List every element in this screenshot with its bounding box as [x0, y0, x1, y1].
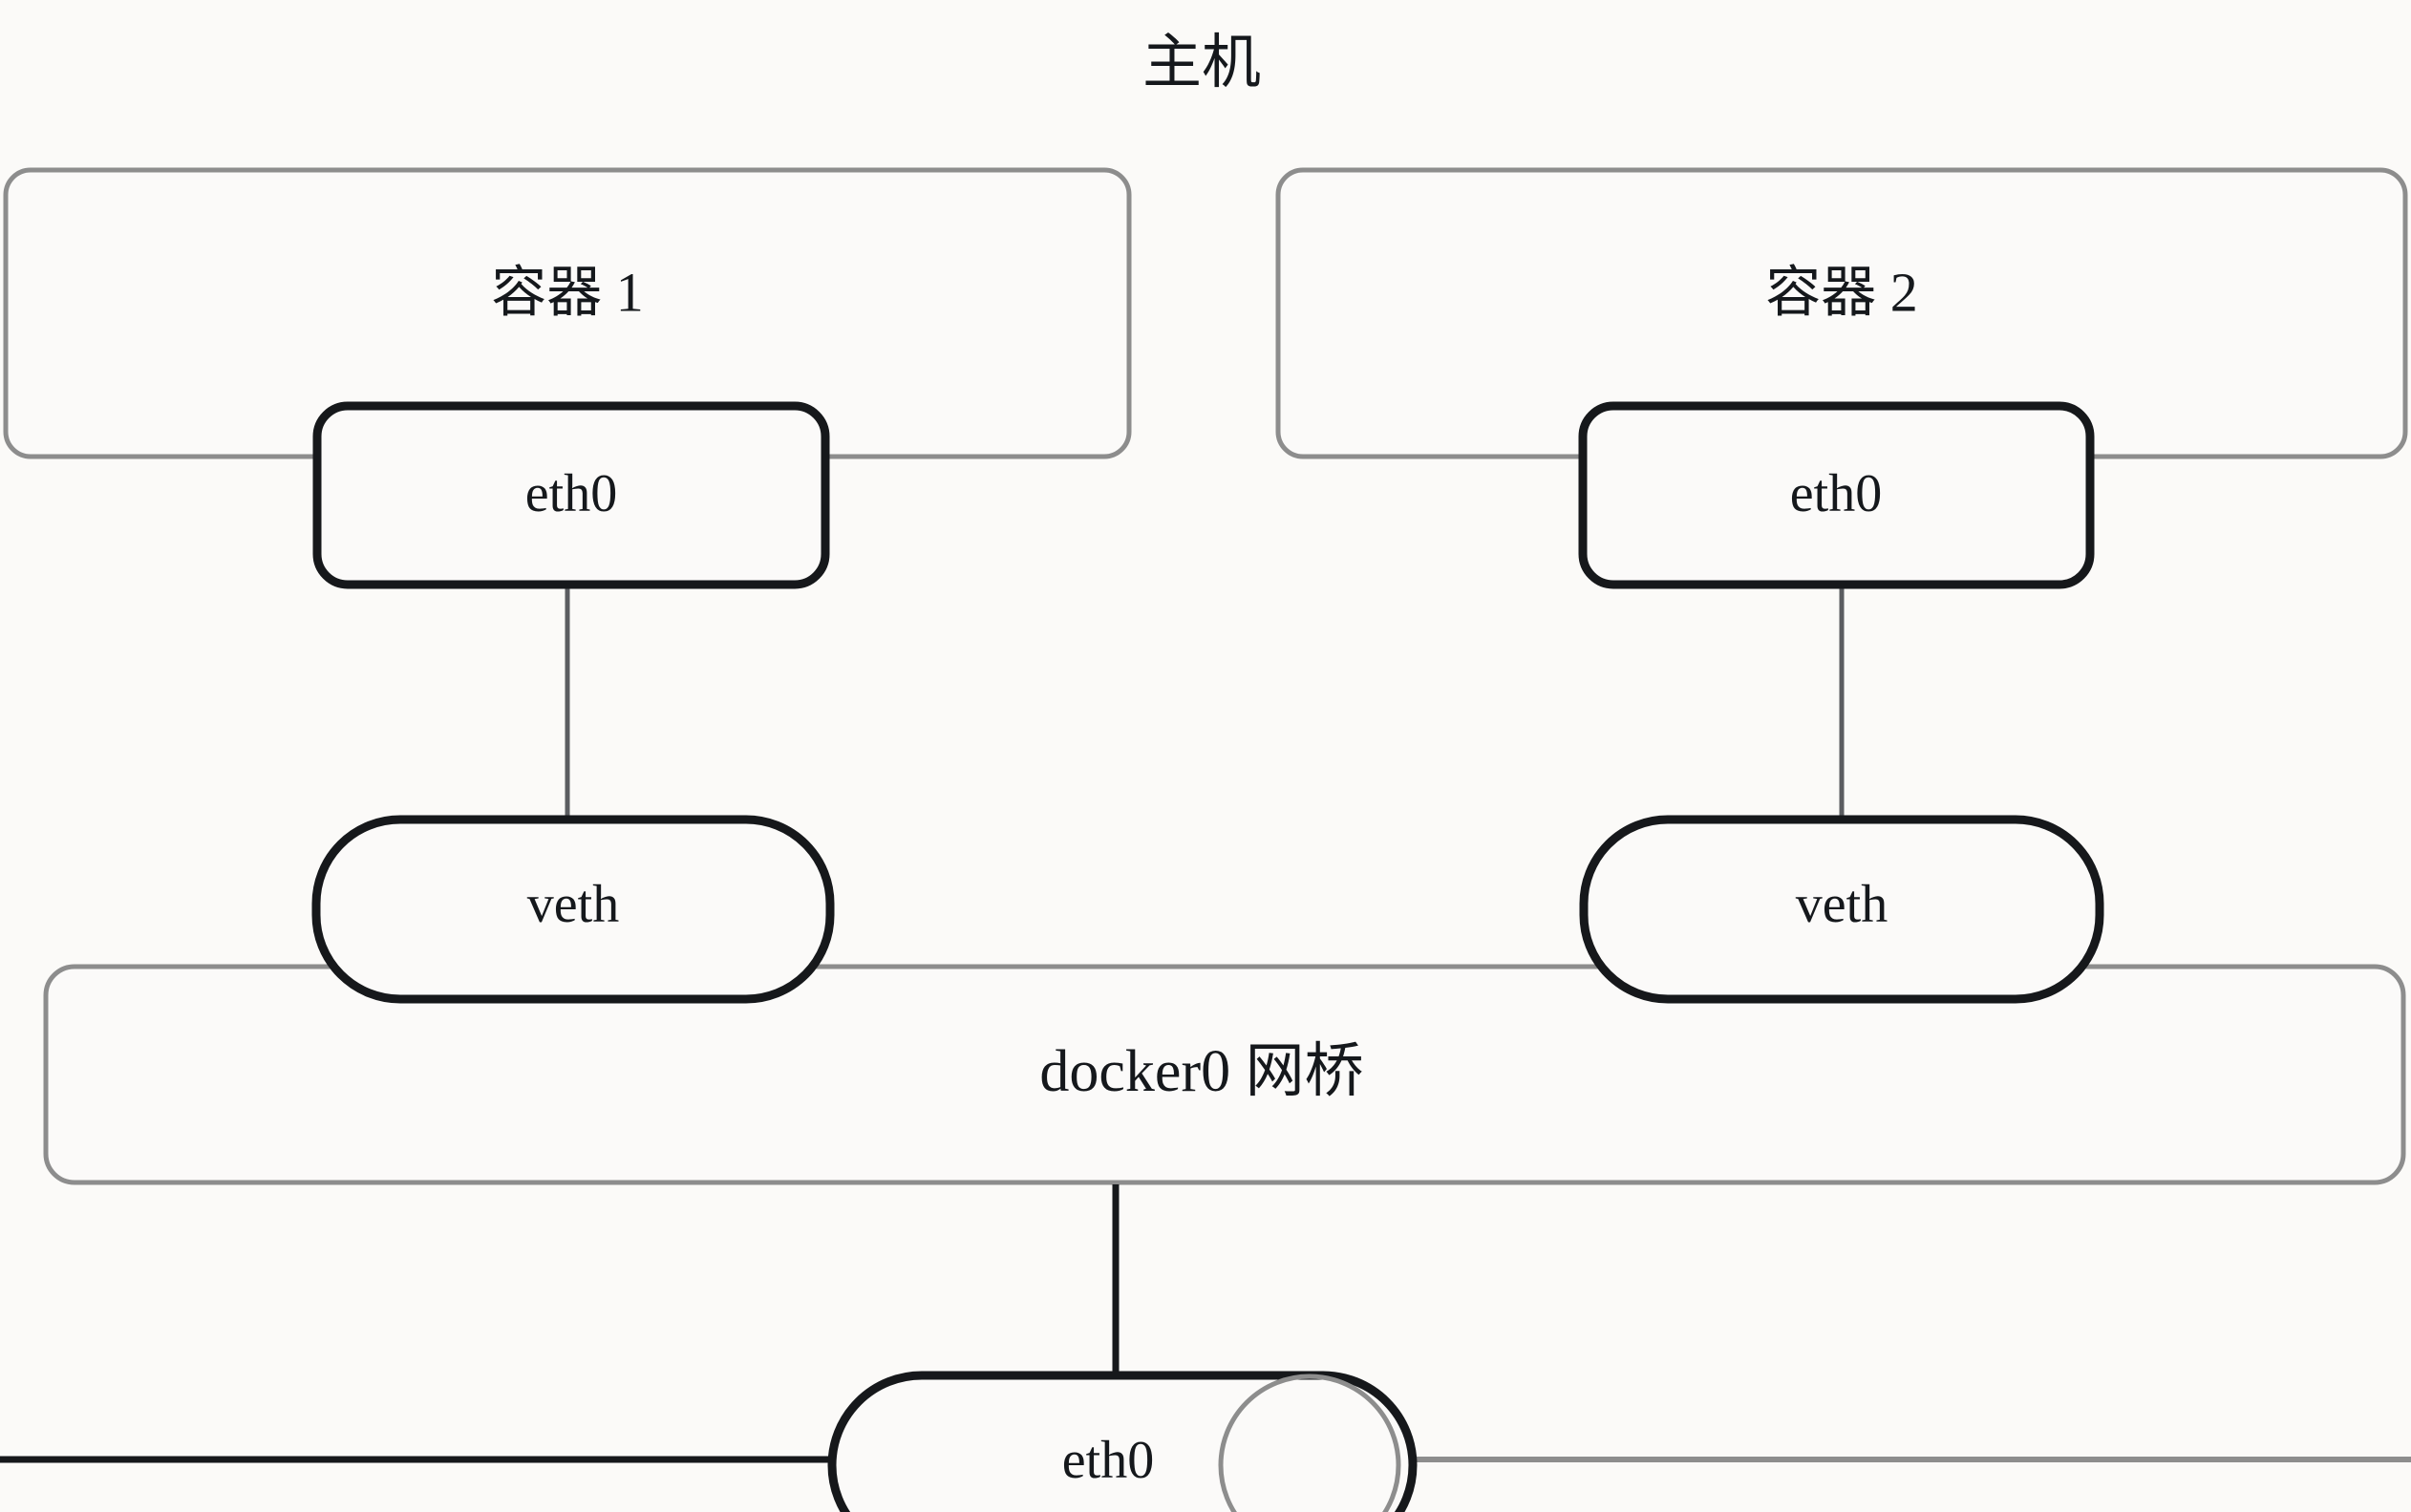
- container-2-eth0-box: [1578, 401, 2095, 589]
- docker0-bridge-box: [43, 964, 2406, 1185]
- container-2-veth-pill: [1579, 815, 2104, 1004]
- host-title: 主机: [1142, 31, 1261, 96]
- container-2-veth-label: veth: [1796, 875, 1888, 934]
- container-1-veth-label: veth: [527, 875, 619, 934]
- host-eth0-port-circle: [1218, 1374, 1401, 1512]
- container-2-eth0-label: eth0: [1790, 464, 1882, 523]
- container-1-veth-pill: [311, 815, 835, 1004]
- container-2-label: 容器 2: [1765, 261, 1918, 323]
- host-eth0-pill: [827, 1371, 1418, 1512]
- container-1-eth0-box: [312, 401, 830, 589]
- host-eth0-label: eth0: [1062, 1431, 1154, 1490]
- docker0-bridge-label: docker0 网桥: [1039, 1039, 1363, 1104]
- container-1-eth0-label: eth0: [525, 464, 617, 523]
- container-1-label: 容器 1: [491, 261, 644, 323]
